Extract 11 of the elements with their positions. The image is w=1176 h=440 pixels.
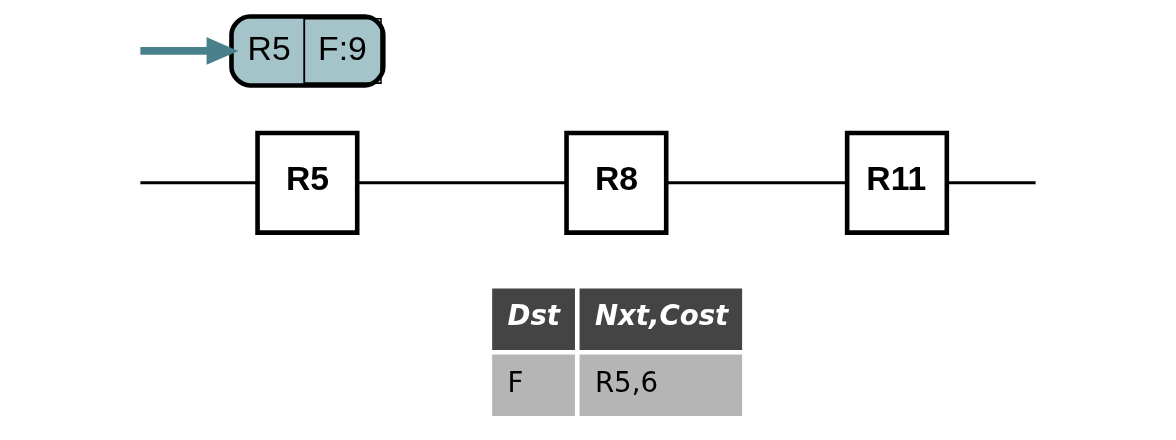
connector	[946, 181, 1036, 185]
connector	[666, 181, 847, 185]
node-box: R5	[255, 130, 360, 235]
connector	[357, 181, 567, 185]
label: Dst	[507, 298, 561, 332]
node-box: R8	[564, 130, 669, 235]
node-box: R11	[844, 130, 950, 235]
label: R5,6	[594, 365, 658, 399]
label: F	[507, 365, 524, 399]
connector	[140, 181, 258, 185]
label: Nxt,Cost	[594, 298, 729, 332]
